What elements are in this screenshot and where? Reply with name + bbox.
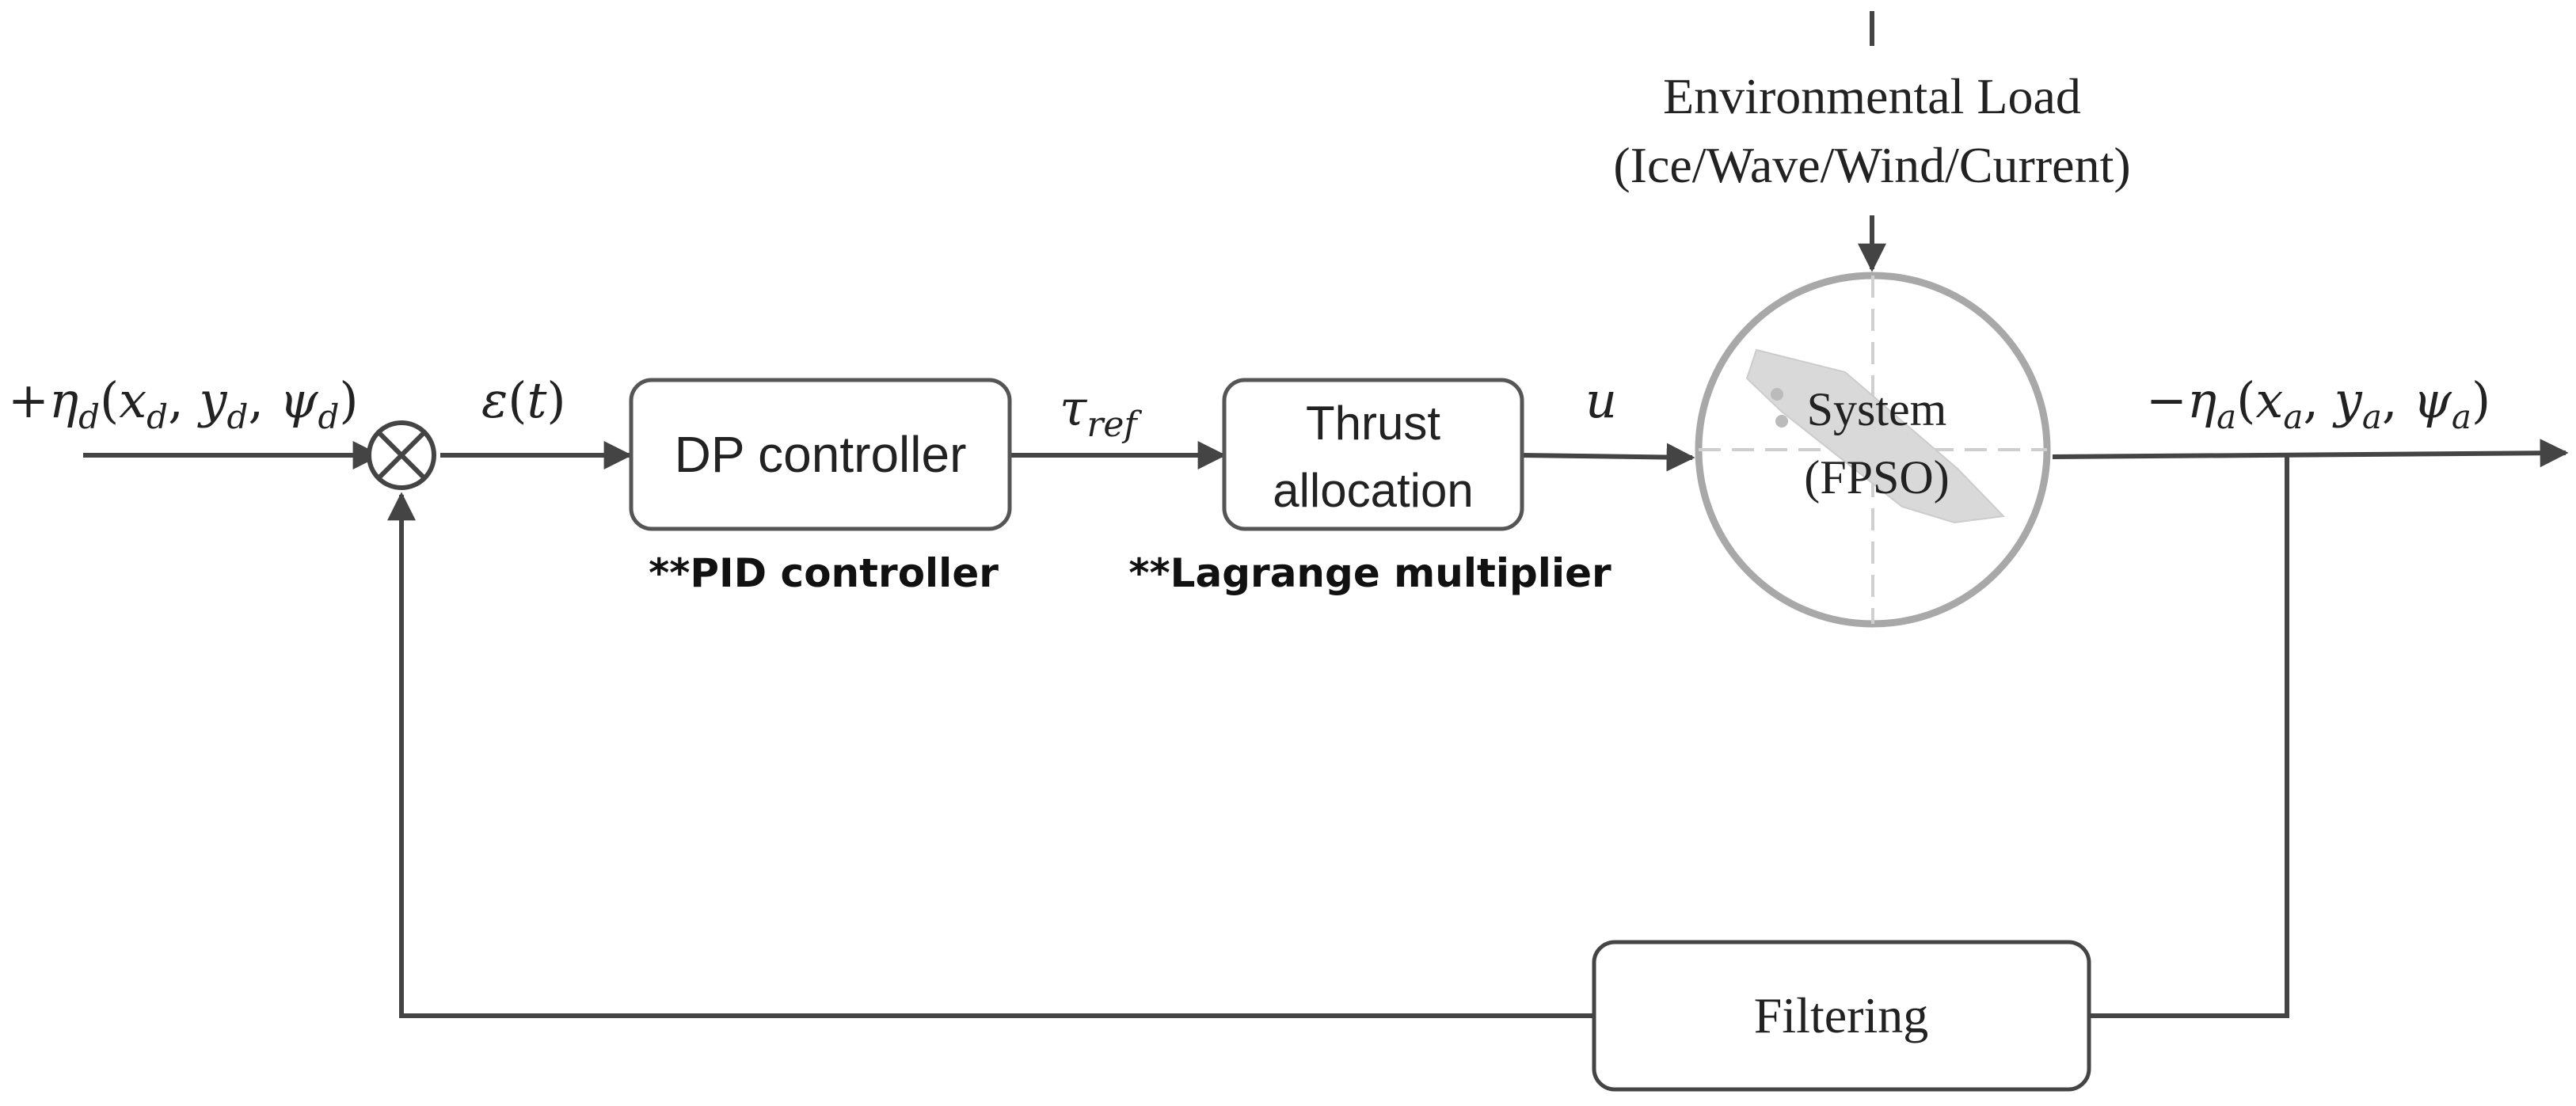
lagrange-multiplier-note: **Lagrange multiplier [1128, 550, 1611, 596]
environmental-load-label-line1: Environmental Load [1663, 68, 2081, 124]
u-signal-arrow [1521, 443, 1695, 472]
error-signal-label: ε(t) [481, 371, 566, 429]
filtering-label: Filtering [1754, 987, 1928, 1043]
pid-controller-note: **PID controller [649, 550, 999, 596]
filtering-block: Filtering [1592, 940, 2091, 1092]
fpso-vessel-icon [1745, 348, 2006, 524]
environmental-load-label-line2: (Ice/Wave/Wind/Current) [1613, 137, 2130, 193]
actual-signal-label: −ηa(xa, ya, ψa) [2146, 371, 2490, 436]
thrust-allocation-label-line2: allocation [1273, 464, 1474, 517]
u-signal-label: u [1585, 371, 1617, 429]
dp-controller-label: DP controller [675, 426, 967, 483]
output-arrow [2052, 439, 2569, 468]
system-fpso-block: System (FPSO) [1695, 272, 2051, 628]
feedback-path-right [2089, 455, 2289, 1018]
reference-signal-label: +ηd(xd, yd, ψd) [8, 371, 359, 436]
system-label-line2: (FPSO) [1804, 451, 1949, 504]
dp-controller-block: DP controller [629, 378, 1012, 531]
summing-junction [367, 420, 436, 490]
system-label-line1: System [1807, 383, 1947, 435]
feedback-path-left [387, 492, 1594, 1018]
thrust-allocation-block: Thrust allocation [1222, 378, 1524, 531]
thrust-allocation-label-line1: Thrust [1306, 397, 1440, 450]
tau-ref-signal-label: τref [1060, 379, 1142, 445]
